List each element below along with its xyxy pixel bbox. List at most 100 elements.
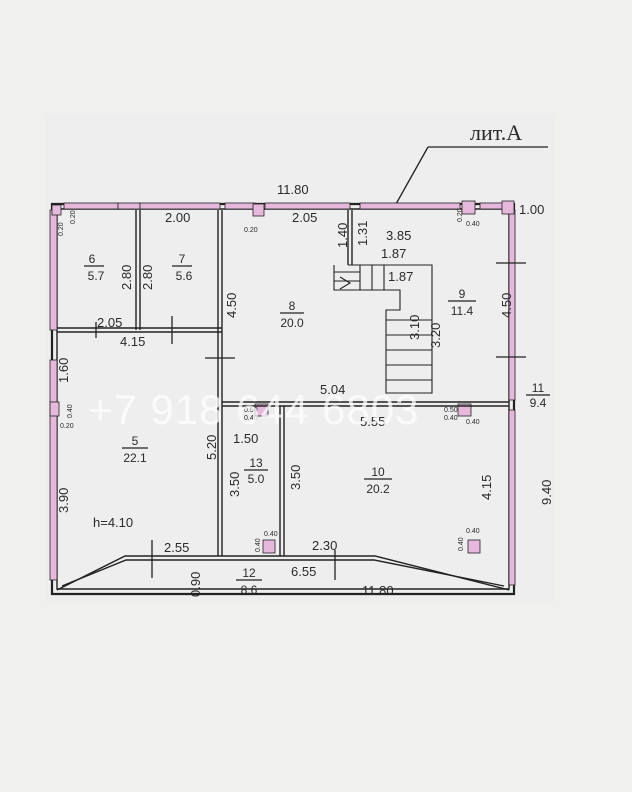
dim-label: 5.20 [204, 435, 219, 460]
svg-text:6: 6 [89, 252, 96, 266]
column-mark: 0.40 [458, 537, 465, 551]
svg-text:5.7: 5.7 [88, 269, 105, 283]
room-12: 12 8.6 [236, 566, 262, 597]
svg-text:22.1: 22.1 [123, 451, 147, 465]
column [461, 200, 476, 215]
dim-label: 4.15 [120, 334, 145, 349]
column-mark: 0.50 [444, 407, 458, 414]
dim-label: 3.50 [288, 465, 303, 490]
dim-label: 6.55 [291, 564, 316, 579]
staircase [333, 264, 433, 394]
wall-band [63, 202, 119, 210]
room-5: 5 22.1 [122, 434, 148, 465]
wall-band [264, 202, 351, 210]
dim-label: 1.00 [519, 202, 544, 217]
column-mark: 0.40 [255, 538, 262, 552]
title-leader [395, 146, 429, 205]
svg-text:10: 10 [371, 465, 385, 479]
wall-12-north-inner [61, 559, 505, 587]
column-mark: 0.50 [244, 407, 258, 414]
dim-label: 2.05 [292, 210, 317, 225]
wall-rooms-6-7-south [57, 327, 222, 333]
dim-label: 2.80 [140, 265, 155, 290]
svg-text:12: 12 [242, 566, 256, 580]
dim-label: 5.55 [360, 414, 385, 429]
wall-band [359, 202, 461, 210]
svg-text:8.6: 8.6 [241, 583, 258, 597]
dim-label: 3.50 [227, 472, 242, 497]
dim-label: 2.80 [119, 265, 134, 290]
column [252, 203, 265, 217]
column-mark: 0.40 [444, 415, 458, 422]
dim-label: 4.50 [224, 293, 239, 318]
dim-label: 1.50 [233, 431, 258, 446]
svg-text:5.0: 5.0 [248, 472, 265, 486]
dim-label: 2.05 [97, 315, 122, 330]
column-mark: 0.40 [244, 415, 258, 422]
svg-text:13: 13 [249, 456, 263, 470]
column [262, 539, 276, 554]
room-9: 9 11.4 [448, 287, 476, 318]
column-mark: 0.40 [466, 528, 480, 535]
dim-label: 3.10 [407, 315, 422, 340]
column [467, 539, 481, 554]
column [254, 403, 269, 417]
watermark: +7 918 644 6803 [88, 386, 419, 433]
column [457, 403, 472, 417]
wall-band [117, 202, 141, 210]
svg-text:20.2: 20.2 [366, 482, 390, 496]
room-7: 7 5.6 [172, 252, 193, 283]
wall-west-of-8 [217, 210, 223, 556]
column-mark: 0.20 [60, 423, 74, 430]
dim-label: 2.30 [312, 538, 337, 553]
room-11: 11 9.4 [526, 381, 550, 410]
column-mark: 0.20 [58, 222, 65, 236]
dim-label: 3.85 [386, 228, 411, 243]
dim-label: 3.90 [56, 488, 71, 513]
svg-text:5: 5 [132, 434, 139, 448]
svg-text:11.4: 11.4 [451, 304, 474, 318]
dim-label: 3.20 [428, 323, 443, 348]
wall-band [49, 359, 58, 581]
column [501, 200, 515, 215]
wall-6-7 [135, 210, 141, 330]
dim-label: 2.00 [165, 210, 190, 225]
column-mark: 0.20 [457, 208, 464, 222]
dim-label: 1.60 [56, 358, 71, 383]
wall-band [49, 209, 58, 331]
svg-text:11: 11 [532, 381, 545, 395]
building-label: лит.А [470, 120, 522, 145]
plan-sheet [46, 115, 554, 602]
wall-13-10 [279, 406, 285, 556]
column-mark: 0.40 [67, 404, 74, 418]
dim-label: 4.15 [479, 475, 494, 500]
svg-text:5.6: 5.6 [176, 269, 193, 283]
dim-label: 1.87 [388, 269, 413, 284]
wall-mid [222, 401, 509, 407]
svg-text:9: 9 [459, 287, 466, 301]
svg-text:8: 8 [289, 299, 296, 313]
wall-stair-west [347, 210, 353, 265]
column-mark: 0.40 [466, 221, 480, 228]
dim-label: 1.87 [381, 246, 406, 261]
column-mark: 0.40 [264, 531, 278, 538]
wall-band [224, 202, 256, 210]
svg-text:9.4: 9.4 [530, 396, 547, 410]
column [51, 204, 62, 216]
wall-band [508, 409, 516, 586]
dim-label: 4.50 [499, 293, 514, 318]
dim-label: 9.40 [539, 480, 554, 505]
room-13: 13 5.0 [244, 456, 268, 486]
room-10: 10 20.2 [364, 465, 392, 496]
dim-label: 11.80 [362, 583, 394, 598]
room-6: 6 5.7 [84, 252, 105, 283]
ceiling-height: h=4.10 [93, 515, 133, 530]
column [49, 401, 60, 417]
room-8: 8 20.0 [280, 299, 304, 330]
dim-label: 0.90 [188, 572, 203, 597]
dim-label: 5.04 [320, 382, 345, 397]
column-mark: 0.40 [466, 419, 480, 426]
svg-text:7: 7 [179, 252, 186, 266]
column-mark: 0.20 [70, 210, 77, 224]
